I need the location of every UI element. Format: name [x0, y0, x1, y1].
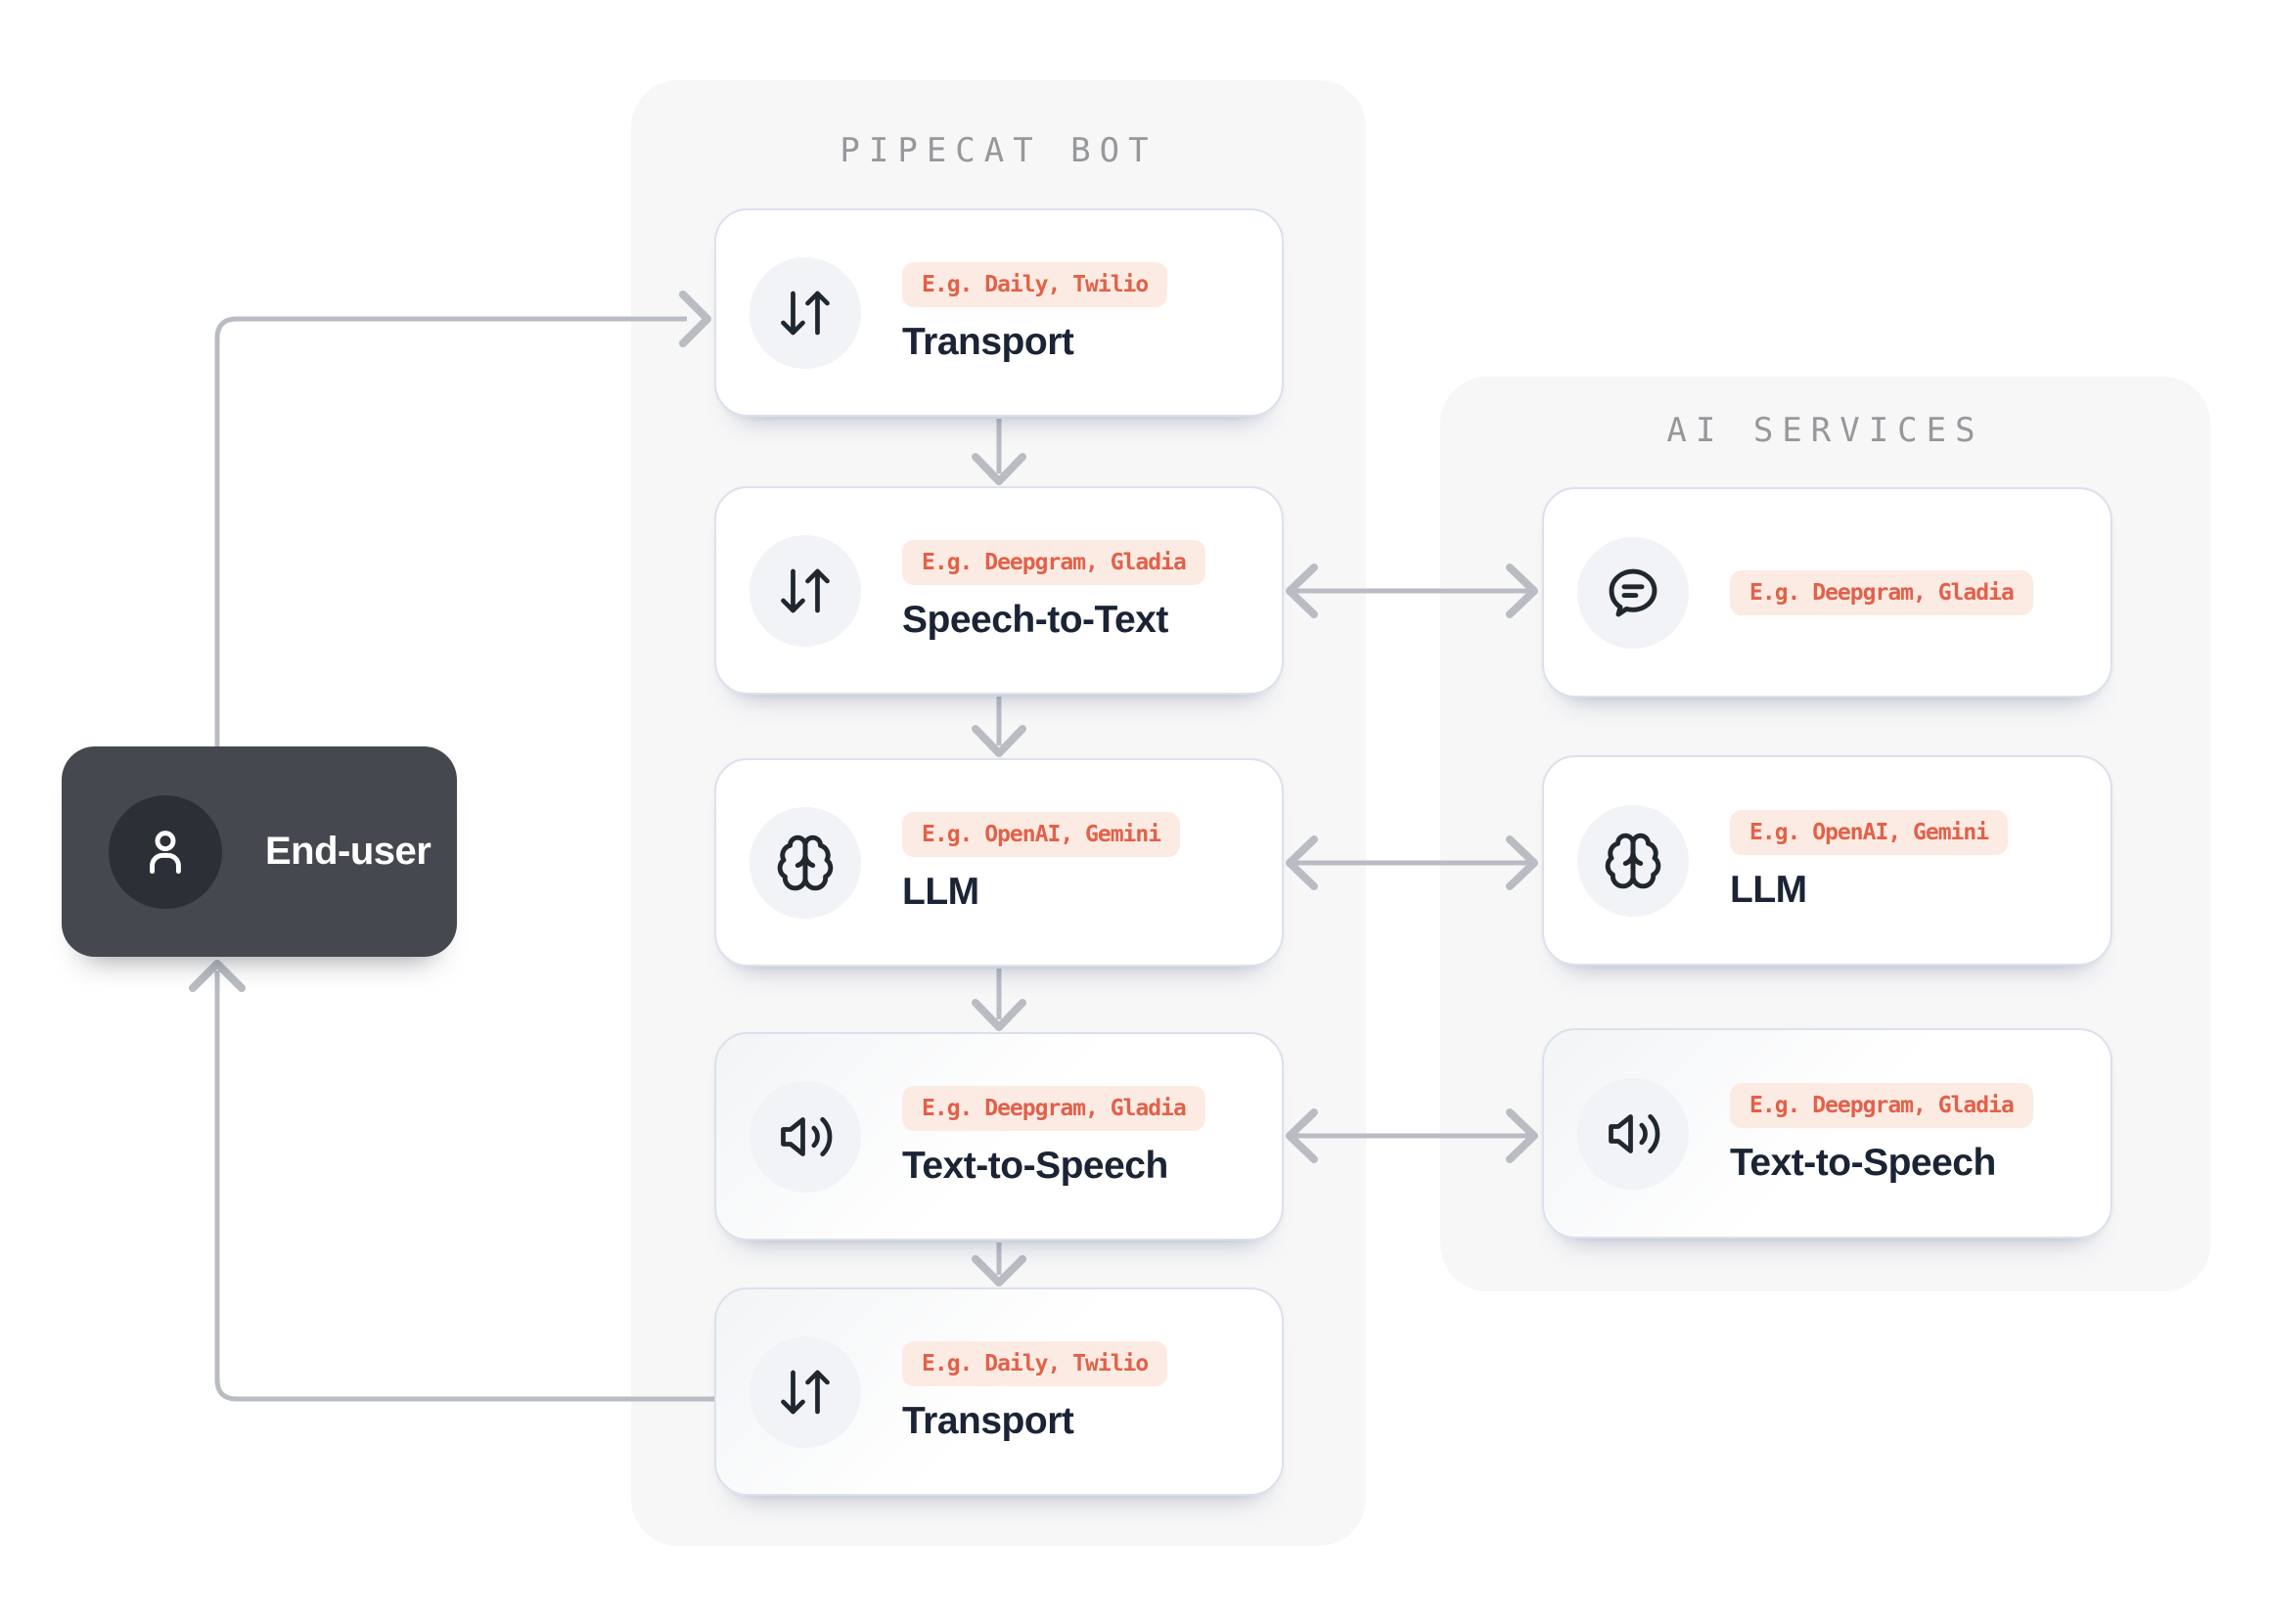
card-stt-service: E.g. Deepgram, Gladia: [1542, 487, 2112, 698]
examples-badge: E.g. OpenAI, Gemini: [902, 811, 1181, 857]
brain-icon: [1605, 833, 1661, 888]
examples-badge: E.g. Deepgram, Gladia: [902, 539, 1205, 585]
transport-icon-circle: [749, 256, 861, 369]
ai-services-panel-title: AI SERVICES: [1666, 411, 1984, 450]
volume-icon: [1609, 1113, 1660, 1153]
brain-icon: [777, 835, 834, 890]
card-title: Transport: [902, 1399, 1074, 1442]
examples-badge: E.g. Deepgram, Gladia: [902, 1085, 1205, 1131]
transport-icon-circle: [749, 1335, 861, 1448]
card-llm: E.g. OpenAI, Gemini LLM: [714, 758, 1284, 967]
transport-icon-circle: [749, 534, 861, 647]
card-speech-to-text: E.g. Deepgram, Gladia Speech-to-Text: [714, 486, 1284, 695]
brain-icon-circle: [1577, 804, 1689, 917]
end-user-label: End-user: [265, 830, 431, 873]
arrow-down-up-icon: [781, 291, 830, 335]
volume-icon-circle: [1577, 1077, 1689, 1190]
examples-badge: E.g. Daily, Twilio: [902, 1340, 1168, 1386]
examples-badge: E.g. Daily, Twilio: [902, 261, 1168, 307]
end-user-node: End-user: [62, 746, 457, 957]
pipecat-bot-panel-title: PIPECAT BOT: [840, 131, 1158, 170]
card-tts-service: E.g. Deepgram, Gladia Text-to-Speech: [1542, 1028, 2112, 1239]
card-transport-out: E.g. Daily, Twilio Transport: [714, 1287, 1284, 1496]
examples-badge: E.g. OpenAI, Gemini: [1730, 809, 2009, 855]
speech-bubble-icon: [1609, 568, 1657, 616]
arrow-down-up-icon: [781, 568, 830, 612]
card-llm-service: E.g. OpenAI, Gemini LLM: [1542, 755, 2112, 966]
examples-badge: E.g. Deepgram, Gladia: [1730, 569, 2033, 615]
user-icon-circle: [109, 794, 222, 909]
examples-badge: E.g. Deepgram, Gladia: [1730, 1082, 2033, 1128]
card-transport-in: E.g. Daily, Twilio Transport: [714, 208, 1284, 417]
brain-icon-circle: [749, 806, 861, 919]
card-title: LLM: [1730, 868, 1807, 911]
speech-bubble-icon-circle: [1577, 536, 1689, 649]
card-text-to-speech: E.g. Deepgram, Gladia Text-to-Speech: [714, 1032, 1284, 1241]
card-title: LLM: [902, 870, 979, 913]
volume-icon-circle: [749, 1080, 861, 1193]
volume-icon: [781, 1116, 833, 1156]
arrow-down-up-icon: [781, 1370, 830, 1414]
card-title: Text-to-Speech: [1730, 1141, 1996, 1184]
card-title: Speech-to-Text: [902, 598, 1168, 641]
card-title: Text-to-Speech: [902, 1144, 1168, 1187]
card-title: Transport: [902, 320, 1074, 363]
user-icon: [150, 830, 181, 874]
